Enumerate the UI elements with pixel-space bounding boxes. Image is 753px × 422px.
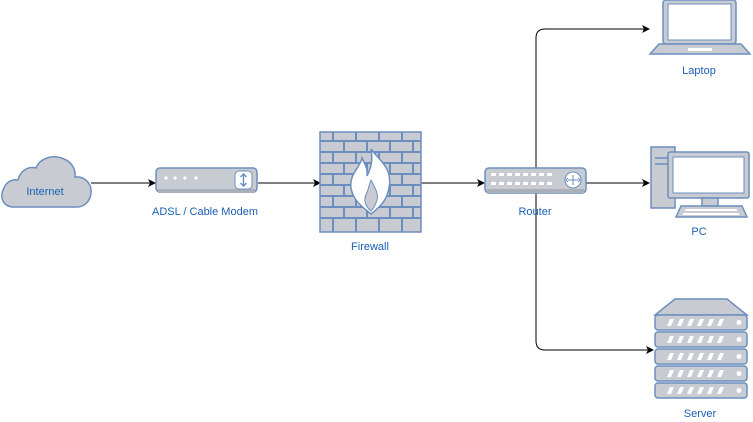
firewall-icon[interactable] bbox=[319, 131, 422, 233]
modem-icon[interactable] bbox=[155, 167, 258, 193]
laptop-icon[interactable] bbox=[648, 0, 752, 55]
desktop-pc-icon[interactable] bbox=[650, 146, 750, 218]
edges bbox=[91, 25, 654, 354]
cloud-icon[interactable] bbox=[1, 156, 92, 208]
server-icon[interactable] bbox=[652, 298, 750, 399]
router-icon[interactable] bbox=[484, 167, 587, 194]
router-label: Router bbox=[518, 206, 552, 218]
edge-router-server bbox=[535, 183, 654, 354]
pc-label: PC bbox=[691, 226, 707, 238]
laptop-label: Laptop bbox=[682, 65, 716, 77]
modem-label: ADSL / Cable Modem bbox=[152, 206, 258, 218]
edge-router-laptop bbox=[535, 25, 650, 183]
internet-label: Internet bbox=[26, 186, 64, 198]
firewall-label: Firewall bbox=[351, 241, 389, 253]
server-label: Server bbox=[683, 408, 717, 420]
